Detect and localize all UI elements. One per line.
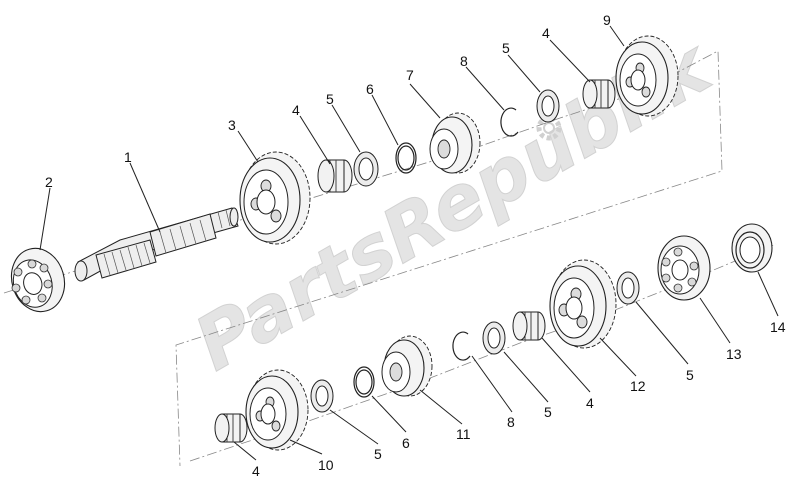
callout-7: 7 <box>406 67 414 83</box>
snap-ring-6a <box>395 142 417 174</box>
callout-13: 13 <box>726 346 742 362</box>
thrust-washer-5e <box>310 379 334 413</box>
leader-lines <box>39 25 779 461</box>
thrust-washer-5d <box>482 321 506 355</box>
callout-5: 5 <box>686 367 694 383</box>
callout-8: 8 <box>507 414 515 430</box>
callout-12: 12 <box>630 378 646 394</box>
callout-5: 5 <box>326 91 334 107</box>
callout-4: 4 <box>542 25 550 41</box>
gear-7 <box>429 112 481 174</box>
thrust-washer-5c <box>616 271 640 305</box>
callout-5: 5 <box>374 446 382 462</box>
callout-2: 2 <box>45 174 53 190</box>
callout-5: 5 <box>502 40 510 56</box>
gear-11 <box>381 335 433 397</box>
callout-4: 4 <box>252 463 260 479</box>
shaft-splines <box>103 209 231 276</box>
thrust-washer-5a <box>353 151 379 187</box>
needle-bearing-4c <box>512 311 546 341</box>
needle-bearing-4a <box>317 159 353 193</box>
thrust-washer-5b <box>536 89 560 123</box>
callout-5: 5 <box>544 404 552 420</box>
callout-1: 1 <box>124 149 132 165</box>
callout-4: 4 <box>292 102 300 118</box>
primary-shaft <box>74 207 239 282</box>
gear-9 <box>615 35 679 117</box>
oil-seal-14 <box>731 223 773 273</box>
callout-6: 6 <box>366 81 374 97</box>
callouts: 2 1 3 4 5 6 7 8 5 4 9 14 13 5 12 4 5 8 1… <box>45 12 786 479</box>
gear-12 <box>549 259 617 349</box>
ball-bearing-left <box>10 247 66 313</box>
callout-3: 3 <box>228 117 236 133</box>
callout-11: 11 <box>456 426 471 442</box>
callout-6: 6 <box>402 435 410 451</box>
needle-bearing-4b <box>582 79 616 109</box>
callout-4: 4 <box>586 395 594 411</box>
needle-bearing-4d <box>214 413 248 443</box>
callout-8: 8 <box>460 53 468 69</box>
callout-10: 10 <box>318 457 334 473</box>
ball-bearing-13 <box>657 235 711 301</box>
gear-3 <box>239 151 311 245</box>
callout-14: 14 <box>770 319 786 335</box>
circlip-8b <box>452 331 471 361</box>
gear-10 <box>245 369 309 451</box>
watermark-gear-icon <box>536 115 562 141</box>
snap-ring-6b <box>353 366 375 398</box>
circlip-8a <box>500 107 519 137</box>
callout-9: 9 <box>603 12 611 28</box>
